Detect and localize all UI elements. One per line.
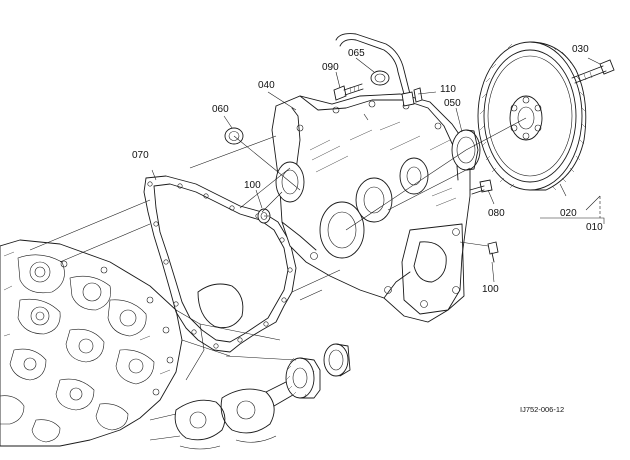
crank-collar [323, 343, 351, 377]
flywheel-020 [477, 41, 587, 191]
gear-case-040 [271, 93, 471, 323]
part-label-090: 090 [322, 62, 339, 73]
engine-block [0, 239, 205, 447]
part-label-050: 050 [444, 98, 461, 109]
bolt-030 [571, 59, 615, 84]
fitting-110 [413, 87, 423, 103]
part-label-065: 065 [348, 48, 365, 59]
plug-100-right [487, 241, 499, 263]
gear-case-gasket-070 [143, 175, 297, 353]
part-label-110: 110 [440, 84, 456, 95]
crankshaft [149, 379, 299, 450]
part-label-030: 030 [572, 44, 589, 55]
part-label-060: 060 [212, 104, 229, 115]
part-label-070: 070 [132, 150, 149, 161]
drawing-code: IJ752-006-12 [520, 405, 564, 414]
part-labels: 030 040 050 060 065 070 080 090 100 100 … [132, 44, 603, 295]
part-label-040: 040 [258, 80, 275, 91]
bolt-080 [469, 179, 493, 195]
part-label-010: 010 [586, 222, 603, 233]
crank-gear [285, 357, 321, 399]
leader-lines [29, 57, 605, 361]
part-label-100-right: 100 [482, 284, 499, 295]
breather-hose [335, 33, 415, 107]
plug-065 [370, 70, 390, 86]
part-label-080: 080 [488, 208, 505, 219]
part-label-020: 020 [560, 208, 577, 219]
part-label-100-left: 100 [244, 180, 261, 191]
bolt-090 [333, 83, 364, 101]
